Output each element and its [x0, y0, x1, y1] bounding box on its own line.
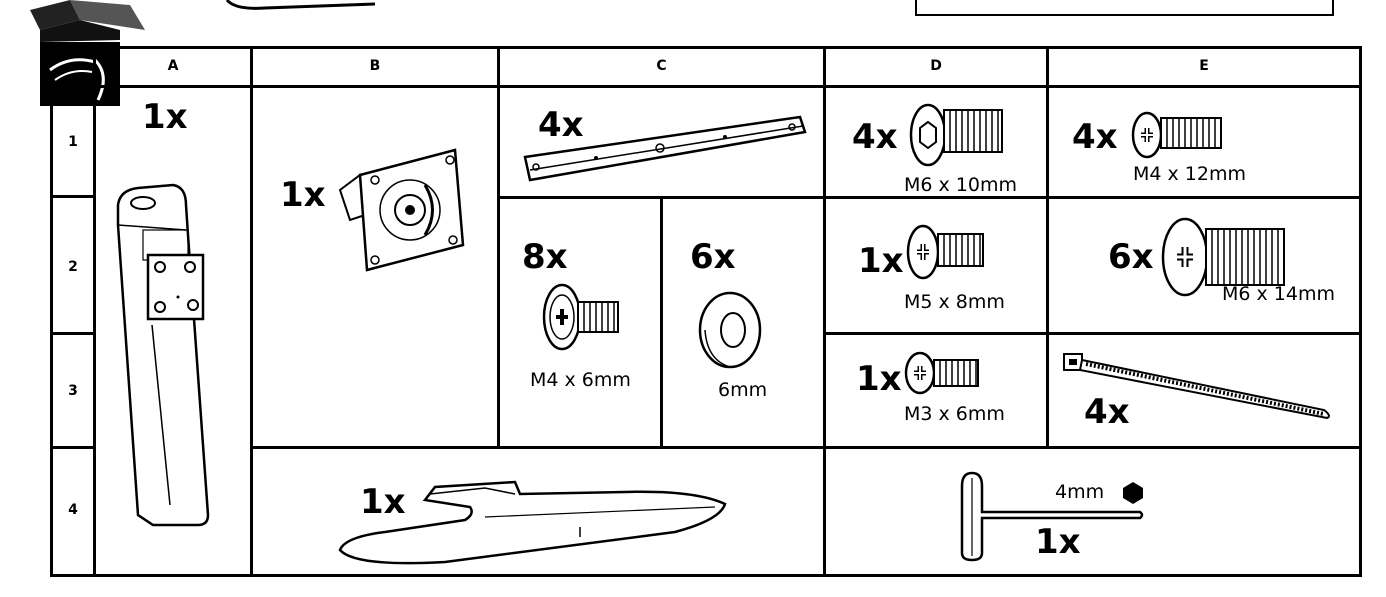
part-d3-size: M3 x 6mm — [904, 403, 1005, 425]
part-d1-qty: 4x — [852, 117, 898, 157]
part-e1-qty: 4x — [1072, 117, 1118, 157]
part-c2b-qty: 6x — [690, 237, 736, 277]
hex-key-size: 4mm — [1055, 481, 1105, 503]
cut-off-label-box — [915, 0, 1334, 16]
part-base-qty: 1x — [360, 482, 406, 522]
part-d1-size: M6 x 10mm — [904, 174, 1017, 196]
hex-socket-screw-icon — [909, 103, 1003, 167]
column-header-d: D — [930, 58, 942, 74]
part-e2-size: M6 x 14mm — [1222, 283, 1335, 305]
cut-off-part-top — [225, 0, 376, 10]
part-d2-qty: 1x — [858, 241, 904, 281]
part-a-qty: 1x — [142, 97, 188, 137]
vesa-mount-plate-icon — [338, 148, 465, 272]
hex-key-icon — [960, 471, 1144, 562]
part-c2a-size: M4 x 6mm — [530, 369, 631, 391]
part-b-qty: 1x — [280, 175, 326, 215]
hex-key-qty: 1x — [1035, 522, 1081, 562]
row-number-3: 3 — [68, 383, 78, 399]
column-header-a: A — [167, 58, 179, 74]
column-header-b: B — [369, 58, 381, 74]
part-e1-size: M4 x 12mm — [1133, 163, 1246, 185]
column-post-icon — [116, 183, 210, 527]
part-d3-qty: 1x — [856, 359, 902, 399]
column-header-c: C — [656, 58, 667, 74]
cable-tie-icon — [1063, 353, 1330, 420]
m4-long-screw-icon — [1131, 111, 1222, 159]
part-d2-size: M5 x 8mm — [904, 291, 1005, 313]
m3-screw-icon — [904, 351, 979, 395]
column-header-e: E — [1199, 58, 1209, 74]
m6-screw-icon — [1161, 217, 1285, 297]
part-c1-qty: 4x — [538, 105, 584, 145]
bracket-strip-icon — [523, 115, 807, 182]
row-number-2: 2 — [68, 259, 78, 275]
m4-screw-icon — [542, 283, 619, 351]
washer-icon — [698, 291, 762, 369]
hexagon-icon — [1123, 482, 1143, 504]
part-e2-qty: 6x — [1108, 237, 1154, 277]
m5-screw-icon — [906, 224, 984, 280]
part-c2a-qty: 8x — [522, 237, 568, 277]
stand-base-icon — [338, 480, 727, 565]
package-box-icon — [30, 0, 145, 106]
part-c2b-size: 6mm — [718, 379, 768, 401]
row-number-1: 1 — [68, 134, 78, 150]
row-number-4: 4 — [68, 502, 78, 518]
part-e3-qty: 4x — [1084, 392, 1130, 432]
